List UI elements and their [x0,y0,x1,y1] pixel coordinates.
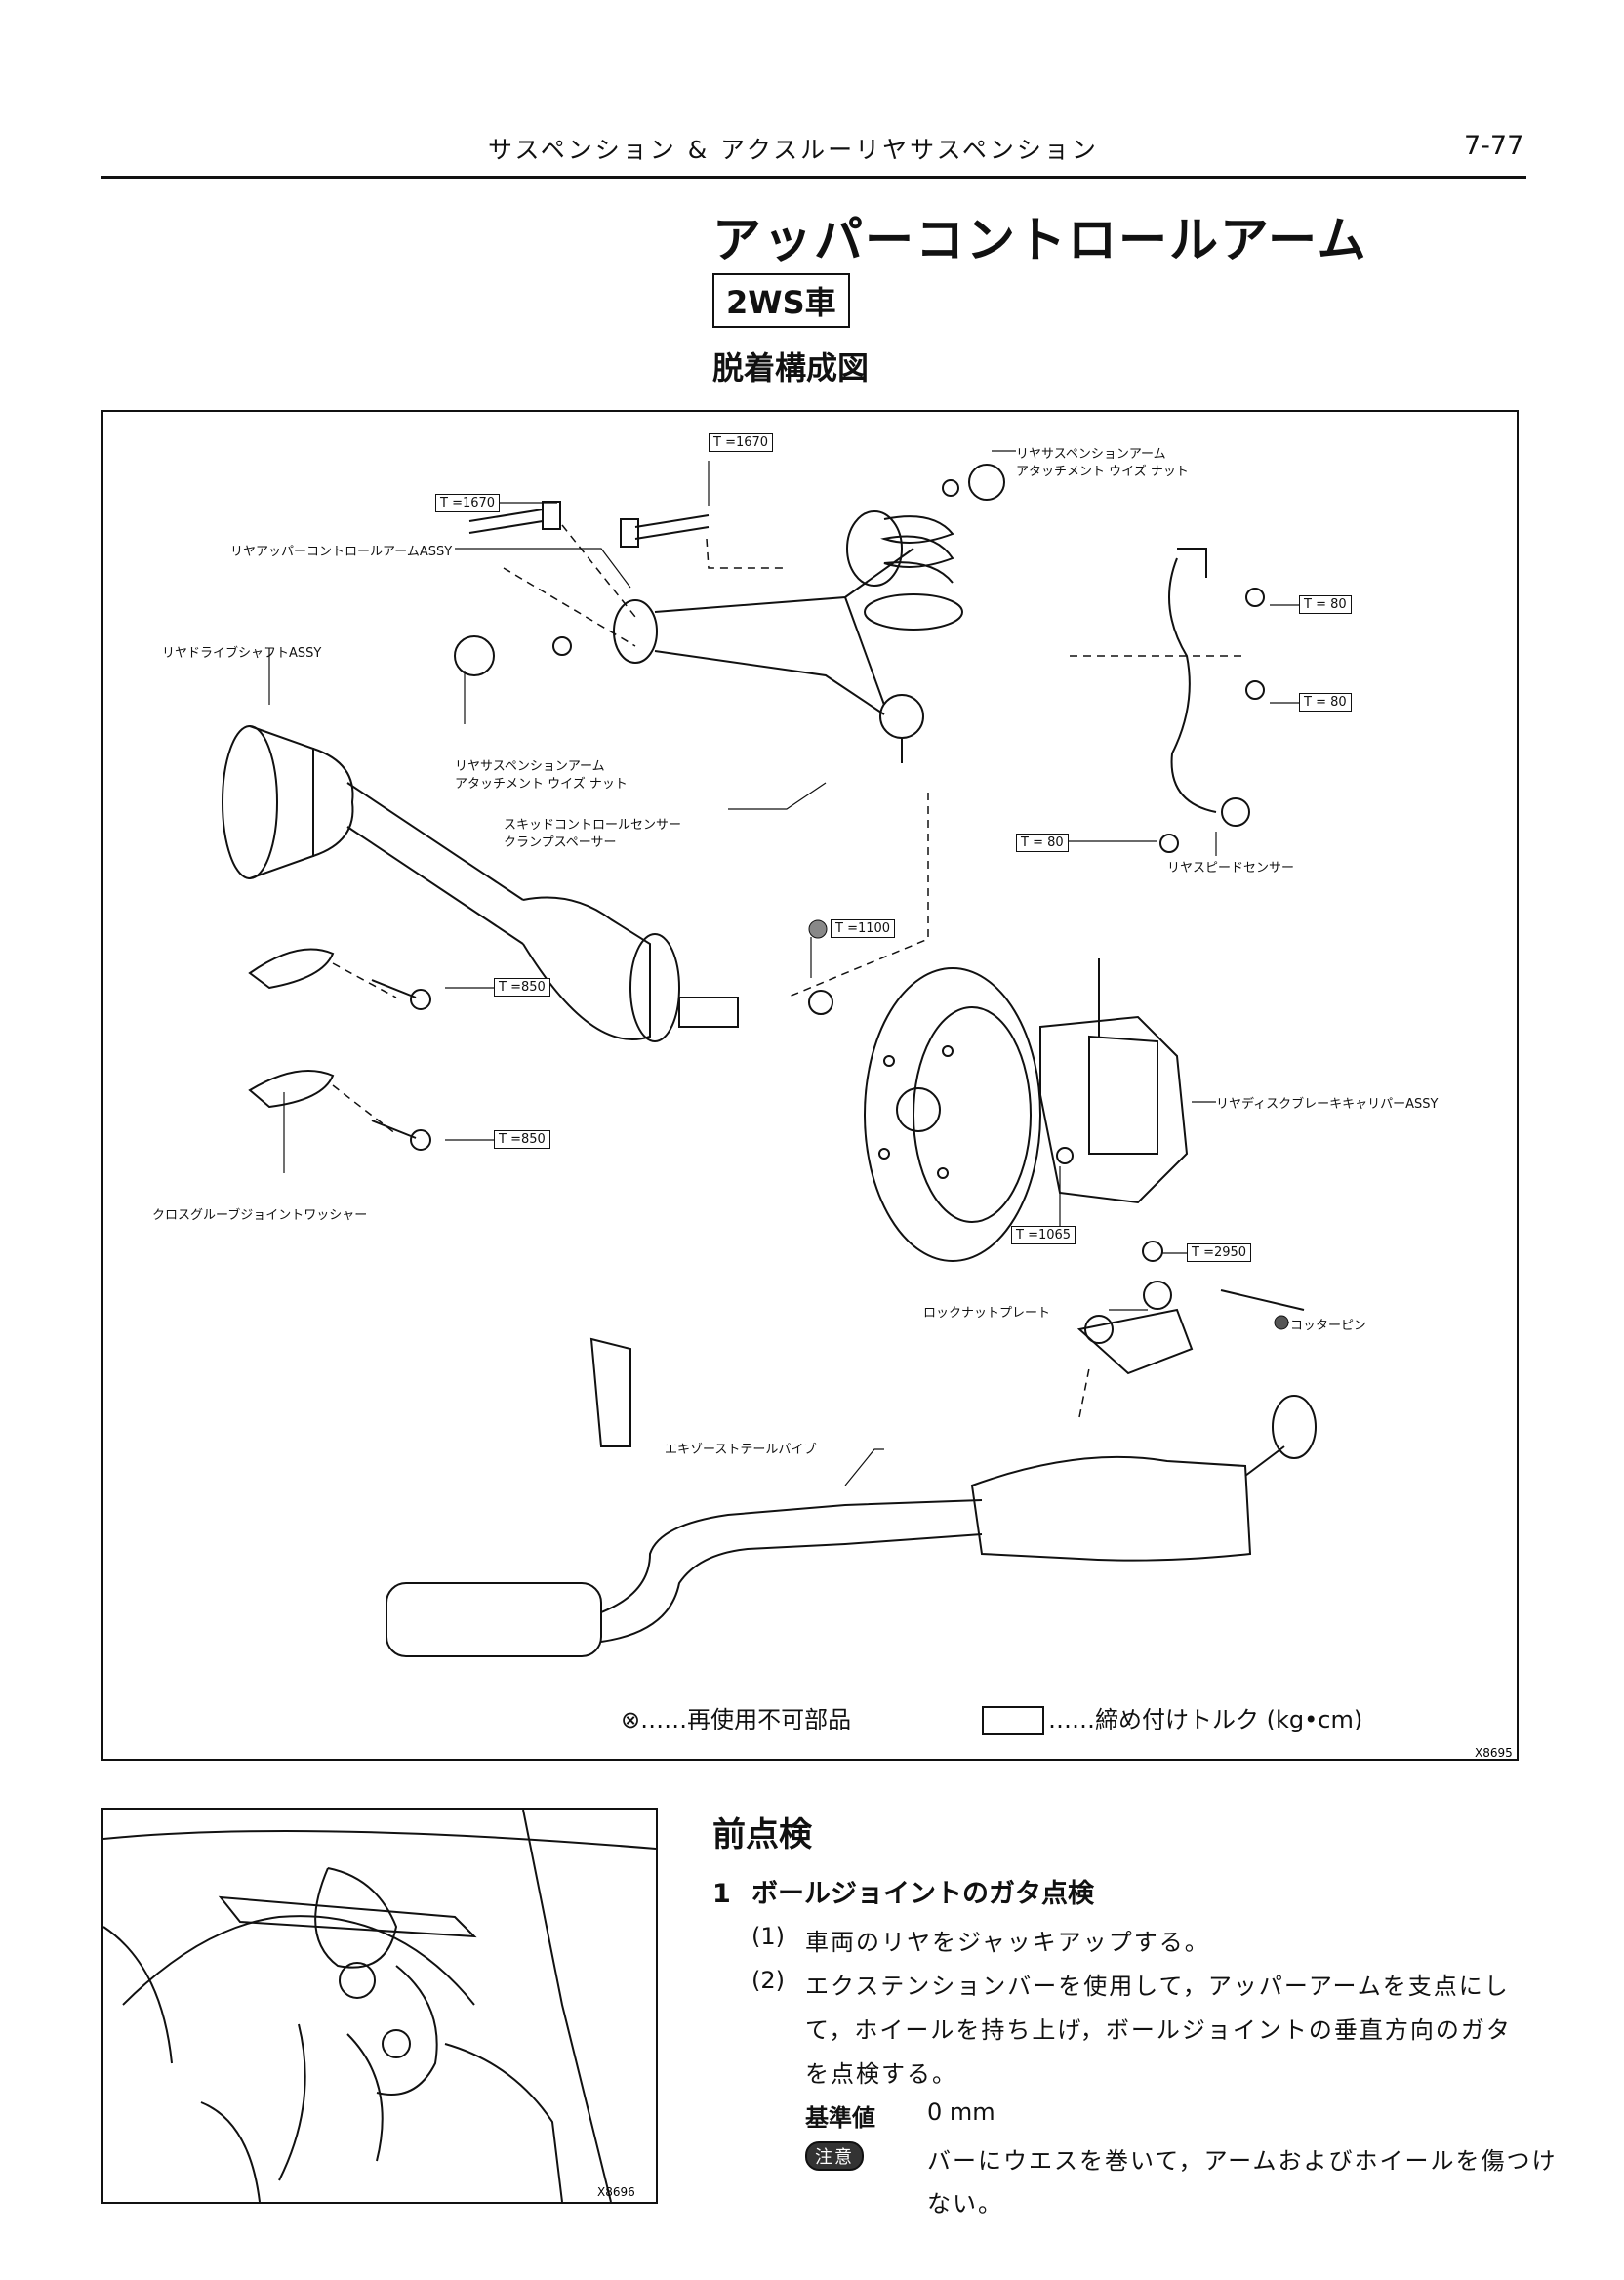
item-number: (1) [751,1923,785,1950]
legend-torque-text: ……締め付けトルク (kg•cm) [1048,1706,1363,1733]
item-text-line: を点検する。 [805,2060,957,2088]
torque-box: T = 80 [1299,595,1352,614]
torque-box: T = 80 [1299,693,1352,712]
label-attach-nut-top-2: アタッチメント ウイズ ナット [1016,465,1189,479]
inspection-heading: 前点検 [712,1815,812,1854]
torque-box: T =1670 [435,494,501,512]
note-line: ない。 [927,2190,1003,2218]
label-attach-nut-top-1: リヤサスペンションアーム [1016,447,1166,462]
torque-box: T =1065 [1011,1226,1076,1244]
label-lock-nut-plate: ロックナットプレート [923,1306,1051,1321]
inspection-illustration: X8696 [102,1808,658,2204]
label-skid-spacer-2: クランプスペーサー [504,835,617,850]
photo-code: X8696 [597,2185,635,2199]
torque-box: T = 80 [1016,834,1069,852]
item-text-line: て，ホイールを持ち上げ，ボールジョイントの垂直方向のガタ [805,2016,1512,2044]
exploded-diagram: X8695 T =1670 T =1670 T = 80 T = 80 T = … [102,410,1519,1761]
item-text-line: エクステンションバーを使用して，アッパーアームを支点にし [805,1973,1510,2000]
page-number: 7-77 [1464,131,1524,161]
rotor-drawing [864,967,1041,1262]
step-number: 1 [712,1879,731,1909]
label-rear-upper-arm: リヤアッパーコントロールアームASSY [230,545,453,559]
spec-label: 基準値 [805,2104,875,2132]
label-exhaust-pipe: エキゾーストテールパイプ [665,1443,817,1457]
spec-value: 0 mm [927,2098,995,2126]
figure-code: X8695 [1475,1746,1513,1760]
torque-box: T =1100 [831,919,896,938]
label-rear-driveshaft: リヤドライブシャフトASSY [162,646,322,661]
torque-box: T =850 [494,978,550,997]
note-badge: 注意 [805,2141,864,2171]
label-attach-nut-mid-2: アタッチメント ウイズ ナット [455,777,628,792]
legend-torque-box-icon [982,1706,1044,1735]
label-attach-nut-mid-1: リヤサスペンションアーム [455,759,605,774]
inspection-step: 1 ボールジョイントのガタ点検 [712,1872,1094,1910]
item-number: (2) [751,1967,785,1994]
driveshaft-drawing [222,725,739,1042]
exhaust-drawing [386,1308,1317,1657]
legend-nonreusable: ⊗……再使用不可部品 [621,1706,852,1733]
step-title: ボールジョイントのガタ点検 [751,1879,1094,1909]
note-badge-wrap: 注意 [805,2141,864,2171]
section-header: サスペンション & アクスルーリヤサスペンション [488,136,1099,164]
torque-box: T =1670 [709,433,774,452]
inspection-drawing: X8696 [102,1809,657,2203]
label-speed-sensor: リヤスピードセンサー [1167,861,1295,875]
label-brake-caliper: リヤディスクブレーキキャリパーASSY [1216,1097,1439,1112]
figure-subtitle: 脱着構成図 [712,349,870,387]
legend-torque: ……締め付けトルク (kg•cm) [982,1700,1362,1735]
diagram-drawing: X8695 [222,450,1513,1760]
note-line: バーにウエスを巻いて，アームおよびホイールを傷つけ [927,2147,1558,2175]
speed-sensor-drawing [1168,548,1250,827]
label-cotter-pin: コッターピン [1290,1319,1367,1333]
upper-arm-drawing [613,510,924,763]
spring-drawing [864,515,963,631]
washer-drawings [248,464,1305,1344]
vehicle-badge: 2WS車 [712,273,850,328]
label-skid-spacer-1: スキッドコントロールセンサー [504,818,682,833]
caliper-drawing [1039,958,1189,1204]
label-cross-groove-washer: クロスグルーブジョイントワッシャー [152,1208,368,1223]
torque-box: T =2950 [1187,1243,1252,1262]
torque-box: T =850 [494,1130,550,1149]
item-text: 車両のリヤをジャッキアップする。 [805,1929,1210,1956]
page-title: アッパーコントロールアーム [712,212,1368,268]
bolt-drawings [371,501,1265,1262]
header-rule [102,176,1526,179]
